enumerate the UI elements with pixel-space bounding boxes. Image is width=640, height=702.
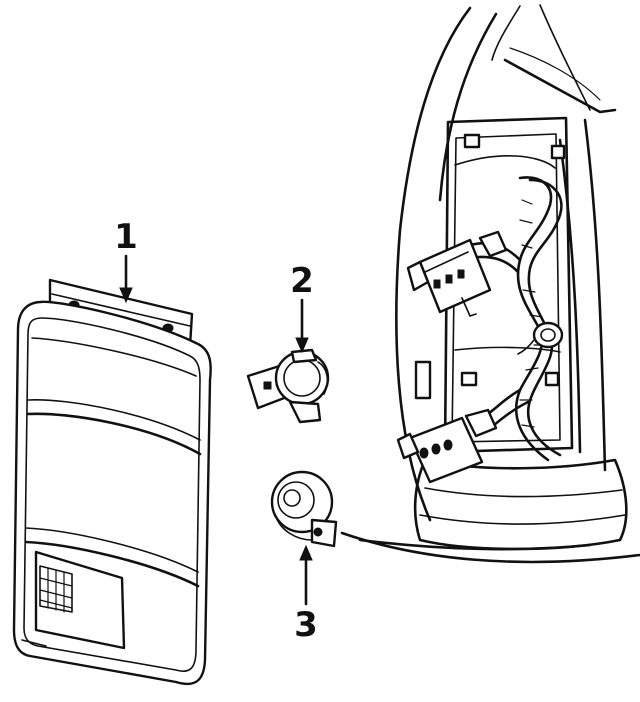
- callout-1: 1: [114, 217, 138, 304]
- callout-label-2: 2: [290, 261, 314, 301]
- leader-arrow-2: [295, 337, 309, 354]
- callout-2: 2: [290, 261, 314, 354]
- leader-arrow-3: [299, 544, 313, 561]
- vehicle-rear-body: [340, 4, 640, 564]
- harness-connector-upper: [406, 230, 508, 317]
- harness-socket: [517, 321, 564, 355]
- callout-label-3: 3: [294, 605, 318, 645]
- tail-lamp-assembly: [12, 278, 212, 686]
- bulb-socket-part3: [270, 470, 338, 548]
- leader-arrow-1: [119, 287, 133, 304]
- bulb-socket-part2: [246, 348, 330, 424]
- callout-label-1: 1: [114, 217, 138, 257]
- harness-connector-lower: [396, 408, 498, 484]
- callout-3: 3: [294, 544, 318, 645]
